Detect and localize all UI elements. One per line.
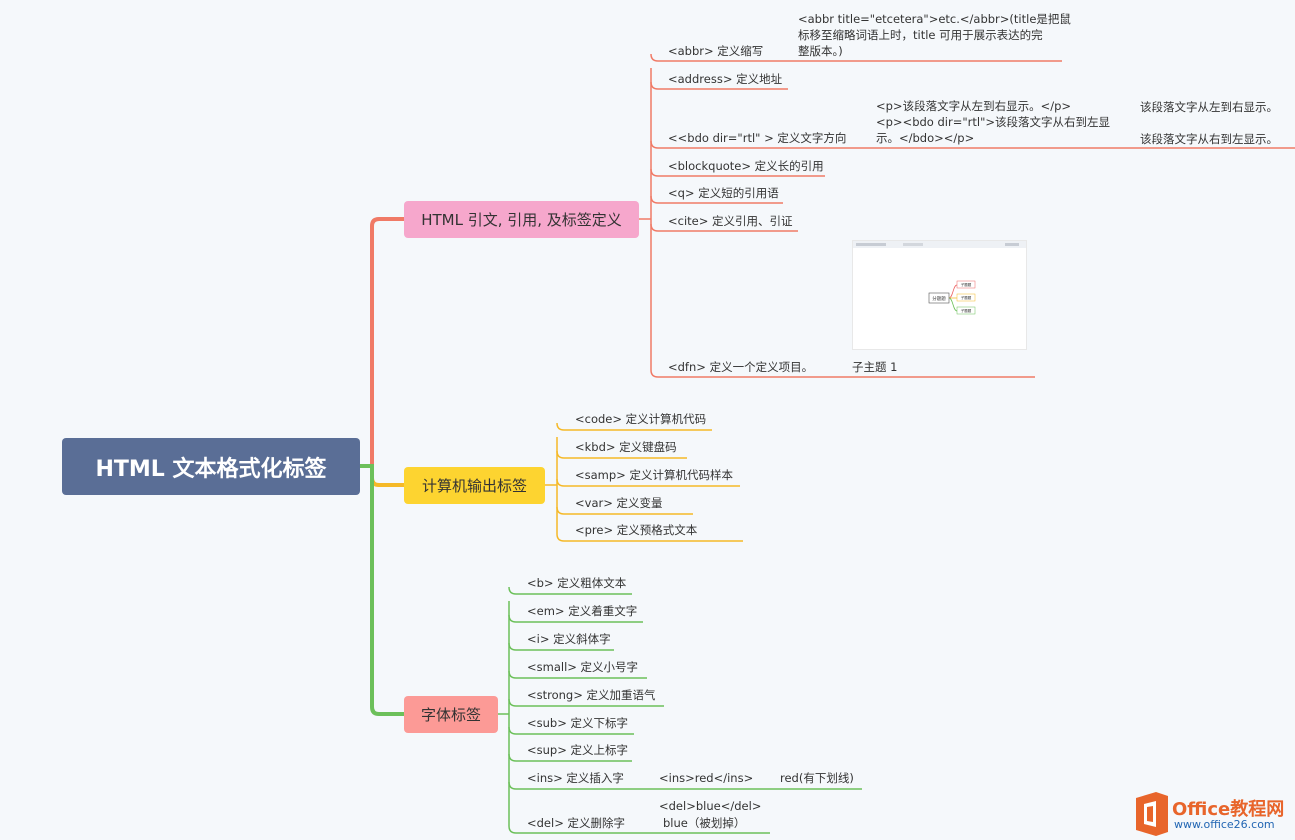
branch-citation[interactable]: HTML 引文, 引用, 及标签定义 <box>404 201 639 238</box>
leaf-ins[interactable]: <ins> 定义插入字 <box>527 771 624 785</box>
note-line: <p>该段落文字从左到右显示。</p> <box>876 99 1072 113</box>
branch-computer-output[interactable]: 计算机输出标签 <box>404 467 545 504</box>
connector-branch3-leaf <box>508 698 664 707</box>
connector-branch1-leaf <box>650 140 1295 149</box>
svg-text:分题题: 分题题 <box>932 295 946 302</box>
connector-branch2-leaf <box>556 506 693 515</box>
leaf-dfn[interactable]: <dfn> 定义一个定义项目。 <box>668 360 814 374</box>
root-topic[interactable]: HTML 文本格式化标签 <box>62 438 360 495</box>
leaf-address[interactable]: <address> 定义地址 <box>668 72 783 86</box>
connector-branch3-leaf <box>508 781 862 790</box>
svg-text:子题题: 子题题 <box>961 308 972 313</box>
connector-branch1-leaf <box>650 369 1035 378</box>
leaf-pre[interactable]: <pre> 定义预格式文本 <box>575 523 698 537</box>
note-bdo[interactable]: <p>该段落文字从左到右显示。</p> <p><bdo dir="rtl">该段… <box>876 98 1110 146</box>
note-line: 标移至缩略词语上时，title 可用于展示表达的完 <box>798 28 1043 42</box>
logo-url: www.office26.com <box>1174 818 1275 831</box>
leaf-bdo[interactable]: <<bdo dir="rtl" > 定义文字方向 <box>668 131 847 145</box>
leaf-i[interactable]: <i> 定义斜体字 <box>527 632 611 646</box>
connector-branch2-leaf <box>556 478 740 487</box>
connector-root-branch2 <box>360 464 404 487</box>
leaf-cite[interactable]: <cite> 定义引用、引证 <box>668 214 793 228</box>
connector-branch2-leaf <box>556 450 687 459</box>
leaf-kbd[interactable]: <kbd> 定义键盘码 <box>575 440 677 454</box>
bdo-result-ltr[interactable]: 该段落文字从左到右显示。 <box>1140 100 1278 114</box>
ins-result[interactable]: red(有下划线) <box>780 771 854 785</box>
note-abbr[interactable]: <abbr title="etcetera">etc.</abbr>(title… <box>798 11 1071 59</box>
connector-root-branch3 <box>360 464 404 716</box>
leaf-strong[interactable]: <strong> 定义加重语气 <box>527 688 656 702</box>
connector-branch2-leaf <box>556 533 743 542</box>
leaf-sub[interactable]: <sub> 定义下标字 <box>527 716 629 730</box>
connector-branch1-leaf <box>650 81 788 90</box>
note-line: 整版本。) <box>798 44 843 58</box>
ins-code[interactable]: <ins>red</ins> <box>659 771 754 785</box>
connector-branch1-leaf <box>650 53 1062 62</box>
connector-branch3-leaf <box>508 614 643 623</box>
svg-text:子题题: 子题题 <box>961 295 972 300</box>
leaf-em[interactable]: <em> 定义着重文字 <box>527 604 638 618</box>
office-logo <box>1136 792 1168 836</box>
connector-branch1-leaf <box>650 195 783 204</box>
leaf-b[interactable]: <b> 定义粗体文本 <box>527 576 627 590</box>
leaf-subtopic[interactable]: 子主题 1 <box>852 360 898 374</box>
leaf-q[interactable]: <q> 定义短的引用语 <box>668 186 779 200</box>
leaf-del[interactable]: <del> 定义删除字 <box>527 816 625 830</box>
del-result[interactable]: blue（被划掉） <box>663 816 746 830</box>
note-line: 示。</bdo></p> <box>876 131 975 145</box>
connector-branch3-leaf <box>508 670 647 679</box>
connector-branch3-leaf <box>508 642 614 651</box>
leaf-abbr[interactable]: <abbr> 定义缩写 <box>668 44 764 58</box>
leaf-blockquote[interactable]: <blockquote> 定义长的引用 <box>668 159 824 173</box>
connector-branch1-leaf <box>650 168 825 177</box>
connector-branch3-leaf <box>508 825 770 834</box>
leaf-samp[interactable]: <samp> 定义计算机代码样本 <box>575 468 733 482</box>
leaf-code[interactable]: <code> 定义计算机代码 <box>575 412 707 426</box>
del-code[interactable]: <del>blue</del> <box>659 799 762 813</box>
svg-text:子题题: 子题题 <box>961 282 972 287</box>
branch-font[interactable]: 字体标签 <box>404 696 498 733</box>
connector-branch3-leaf <box>508 586 632 595</box>
logo-name: Office教程网 <box>1172 799 1285 820</box>
note-line: <abbr title="etcetera">etc.</abbr>(title… <box>798 12 1071 26</box>
leaf-var[interactable]: <var> 定义变量 <box>575 496 663 510</box>
connector-root-branch1 <box>360 217 404 468</box>
connector-branch1-leaf <box>650 223 798 232</box>
bdo-result-rtl[interactable]: 该段落文字从右到左显示。 <box>1140 132 1278 146</box>
note-line: <p><bdo dir="rtl">该段落文字从右到左显 <box>876 115 1111 129</box>
leaf-sup[interactable]: <sup> 定义上标字 <box>527 743 629 757</box>
embedded-mindmap-thumbnail[interactable]: 分题题 子题题 子题题 子题题 <box>852 240 1027 350</box>
connector-branch3-leaf <box>508 753 632 762</box>
leaf-small[interactable]: <small> 定义小号字 <box>527 660 639 674</box>
connector-branch2-leaf <box>556 422 712 431</box>
connector-branch3-leaf <box>508 726 634 735</box>
